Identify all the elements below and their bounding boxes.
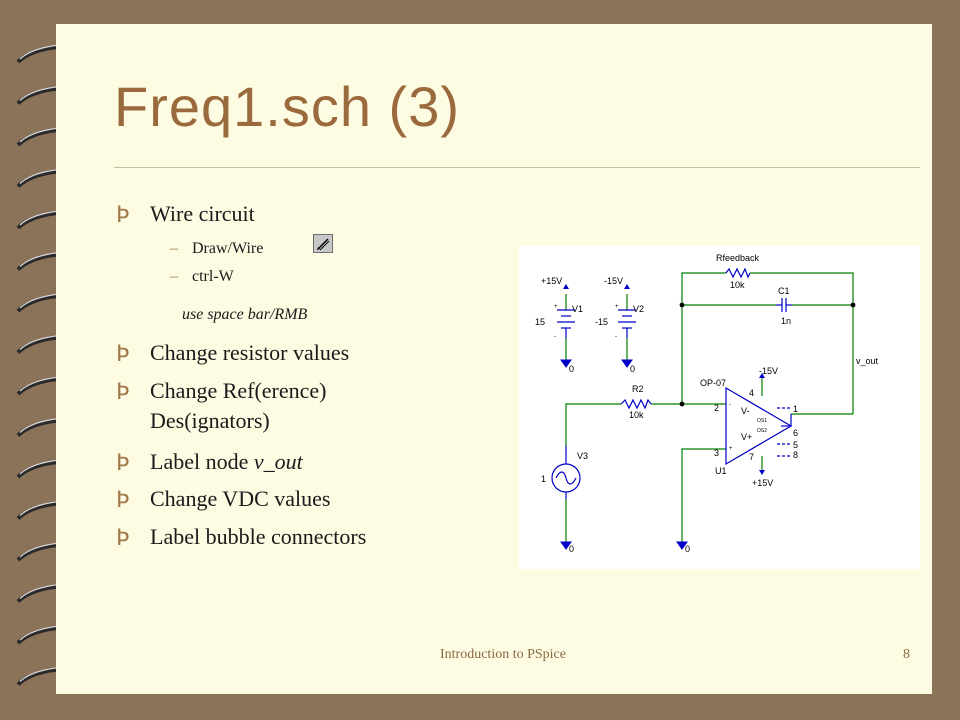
pin8-label: 8 <box>793 450 798 460</box>
v3-pin-label: 1 <box>541 474 546 484</box>
pin4-label: 4 <box>749 388 754 398</box>
connector-arrow-icon <box>624 284 630 289</box>
subitem-marker: – <box>170 240 178 257</box>
junction-dot <box>679 401 685 407</box>
bullet-label-node-vout: v_out <box>253 449 303 474</box>
v2-supply-label: -15V <box>604 276 623 286</box>
v2-plus-label: + <box>615 304 619 310</box>
bullet-marker: Þ <box>116 342 130 367</box>
v1-plus-label: + <box>554 304 558 310</box>
v1-minus-label: - <box>554 334 556 340</box>
vout-label: v_out <box>856 356 879 366</box>
ground-icon <box>560 541 572 550</box>
gnd-label: 0 <box>630 364 635 374</box>
pencil-icon[interactable] <box>313 234 333 253</box>
bullet-label-node-text: Label node <box>150 449 254 474</box>
wire <box>565 403 621 446</box>
ground-icon <box>621 359 633 368</box>
ground-icon <box>676 541 688 550</box>
slide-title: Freq1.sch (3) <box>114 75 460 138</box>
pin5-label: 5 <box>793 440 798 450</box>
opamp-ref-label: U1 <box>715 466 727 476</box>
bullet-marker: Þ <box>116 203 130 228</box>
v2-minus-label: - <box>615 334 617 340</box>
v3-name-label: V3 <box>577 451 588 461</box>
ground-icon <box>560 359 572 368</box>
wire <box>750 272 854 414</box>
note-space-bar: use space bar/RMB <box>182 306 308 323</box>
schematic-drawing: +15V V1 15 + - 0 -15V V2 -15 + - 0 Rfeed… <box>535 253 879 554</box>
rfeedback-name-label: Rfeedback <box>716 253 760 263</box>
bullet-bubble-connectors: Label bubble connectors <box>150 524 367 549</box>
opamp-u1 <box>725 386 793 466</box>
wire <box>681 448 726 542</box>
bullet-wire-circuit: Wire circuit <box>150 201 255 226</box>
gnd-label: 0 <box>569 364 574 374</box>
sine-wave-icon <box>555 471 577 485</box>
circuit-schematic: +15V V1 15 + - 0 -15V V2 -15 + - 0 Rfeed… <box>519 246 920 569</box>
connector-arrow-icon <box>759 373 765 378</box>
bullet-resistor-values: Change resistor values <box>150 340 350 365</box>
v2-name-label: V2 <box>633 304 644 314</box>
bullet-marker: Þ <box>116 488 130 513</box>
c1-value-label: 1n <box>781 316 791 326</box>
vplus-label: V+ <box>741 432 752 442</box>
v1-dc-label: 15 <box>535 317 545 327</box>
gnd-label: 0 <box>685 544 690 554</box>
v1-supply-label: +15V <box>541 276 562 286</box>
resistor-rfeedback <box>725 267 751 279</box>
pin7-label: 7 <box>749 452 754 462</box>
top-supply-label: -15V <box>759 366 778 376</box>
bullet-marker: Þ <box>116 380 130 405</box>
pencil-glyph <box>317 238 330 251</box>
os1-label: OS1 <box>757 418 767 424</box>
pin1-label: 1 <box>793 404 798 414</box>
resistor-r2 <box>620 398 652 410</box>
bullet-marker: Þ <box>116 526 130 551</box>
c1-name-label: C1 <box>778 286 790 296</box>
r2-name-label: R2 <box>632 384 644 394</box>
connector-arrow-icon <box>563 284 569 289</box>
pin6-label: 6 <box>793 428 798 438</box>
bullet-vdc-values: Change VDC values <box>150 486 331 511</box>
bullet-marker: Þ <box>116 451 130 476</box>
page-number: 8 <box>903 647 910 662</box>
opamp-minus-label: - <box>729 402 731 408</box>
pin3-label: 3 <box>714 448 719 458</box>
bullet-ref-des-line2: Des(ignators) <box>150 408 270 433</box>
opamp-name-label: OP-07 <box>700 378 726 388</box>
subitem-draw-wire: Draw/Wire <box>192 240 264 257</box>
slide-footer: Introduction to PSpice <box>440 647 566 662</box>
connector-arrow-icon <box>759 470 765 475</box>
wire <box>681 272 726 404</box>
bullet-ref-des: Change Ref(erence) <box>150 378 327 403</box>
gnd-label: 0 <box>569 544 574 554</box>
v2-dc-label: -15 <box>595 317 608 327</box>
bottom-supply-label: +15V <box>752 478 773 488</box>
junction-dot <box>850 302 856 308</box>
v1-name-label: V1 <box>572 304 583 314</box>
opamp-plus-label: + <box>729 446 733 452</box>
junction-dot <box>679 302 685 308</box>
r2-value-label: 10k <box>629 410 644 420</box>
os2-label: OS2 <box>757 428 767 434</box>
subitem-ctrl-w: ctrl-W <box>192 268 234 285</box>
pin2-label: 2 <box>714 403 719 413</box>
bullet-label-node: Label node v_out <box>150 449 303 475</box>
vminus-label: V- <box>741 406 750 416</box>
subitem-marker: – <box>170 268 178 285</box>
rfeedback-value-label: 10k <box>730 280 745 290</box>
title-divider <box>114 167 920 168</box>
